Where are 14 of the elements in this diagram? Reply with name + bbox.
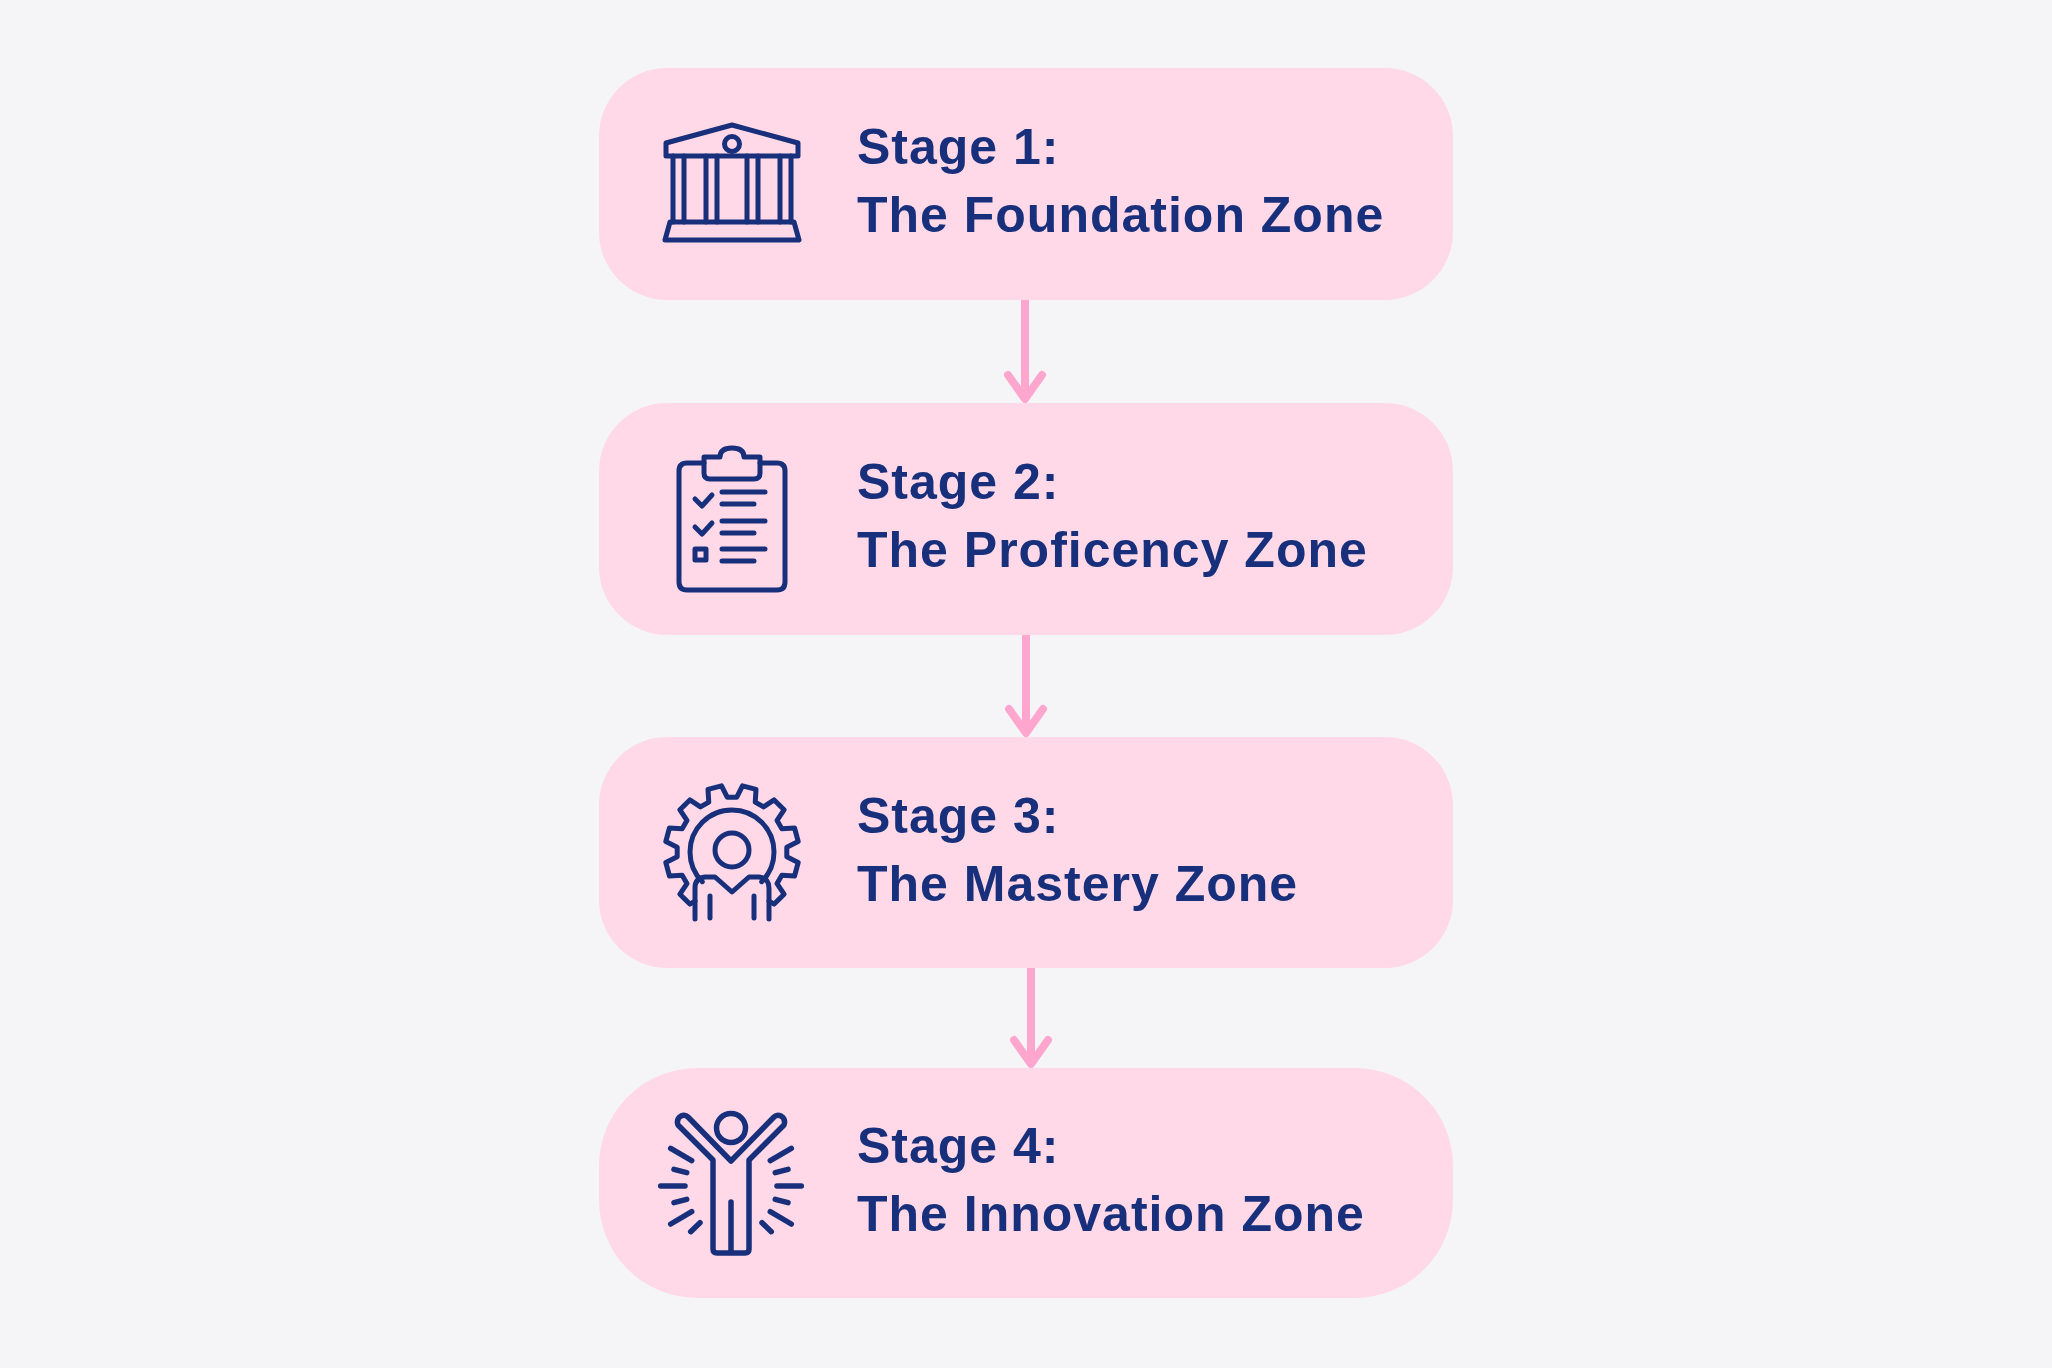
arrow: [1005, 635, 1047, 737]
zone-title: The Proficency Zone: [857, 521, 1368, 580]
stage-box: [599, 403, 1453, 635]
zone-title: The Foundation Zone: [857, 186, 1385, 245]
stage-label: Stage 2:: [857, 453, 1061, 512]
stage-box: [599, 68, 1453, 300]
arrow: [1004, 300, 1046, 403]
stage-label: Stage 1:: [857, 118, 1061, 177]
arrow: [1010, 968, 1052, 1068]
zone-title: The Innovation Zone: [857, 1185, 1365, 1244]
stage-box: [599, 737, 1453, 968]
stage-label: Stage 4:: [857, 1117, 1061, 1176]
zone-title: The Mastery Zone: [857, 854, 1299, 914]
stage-label: Stage 3:: [857, 786, 1061, 846]
